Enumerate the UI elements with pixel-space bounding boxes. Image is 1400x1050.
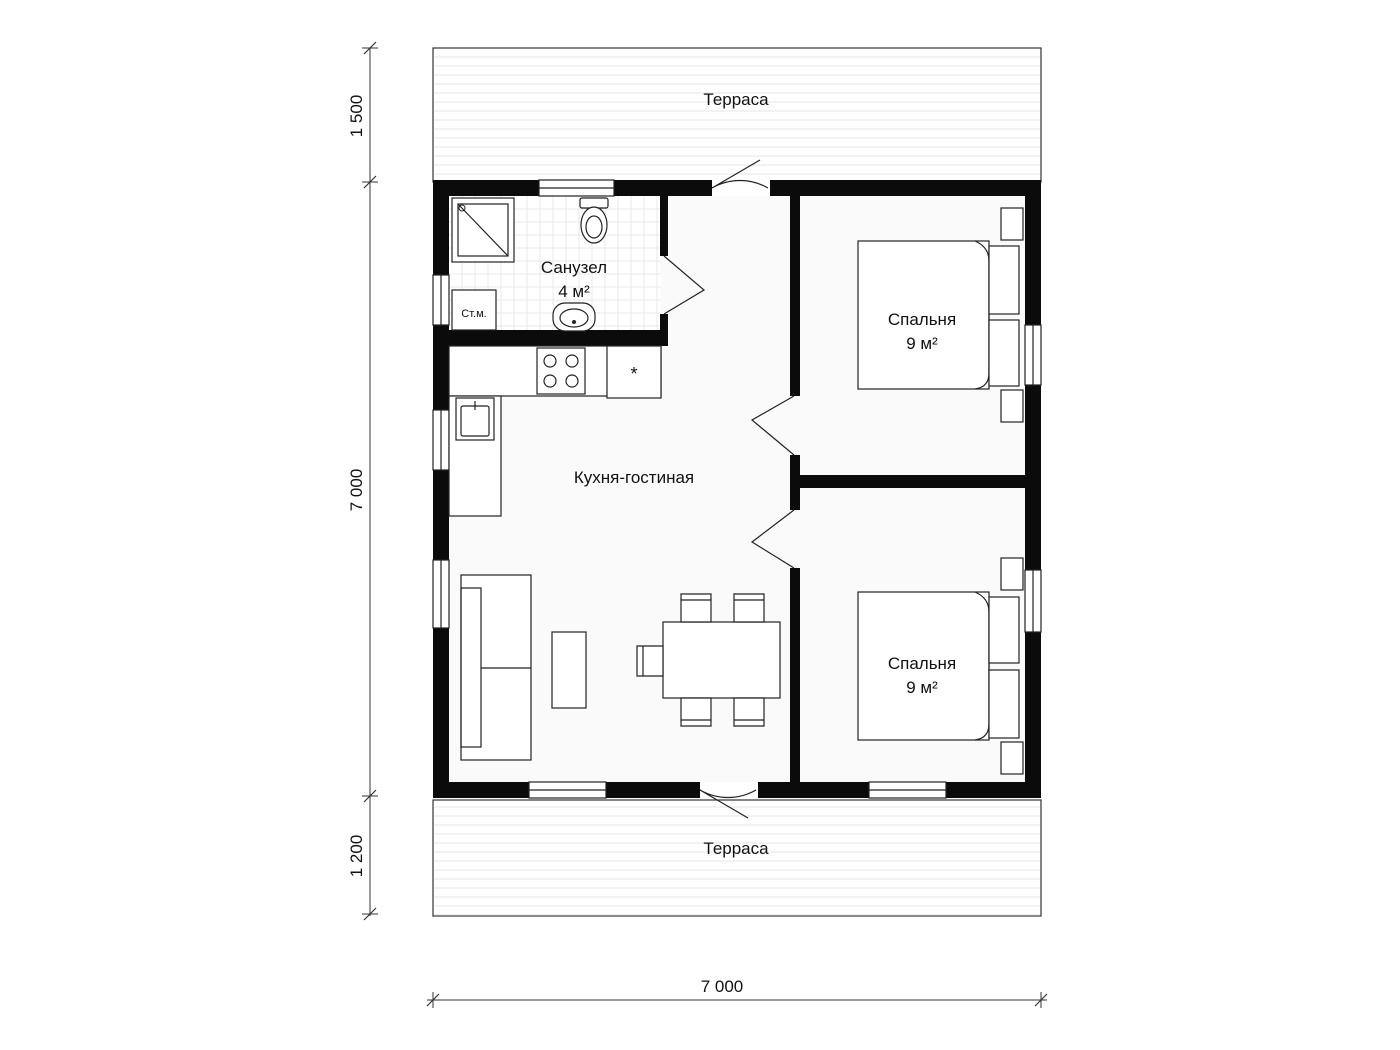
bathroom-name: Санузел — [541, 258, 607, 277]
bathroom-area: 4 м² — [558, 282, 590, 301]
terrace-bottom-label: Терраса — [703, 839, 769, 858]
coffee-table — [551, 631, 587, 709]
toilet — [579, 197, 609, 244]
interior-walls — [433, 196, 1026, 782]
shower-tray — [451, 197, 515, 263]
terrace-bottom — [432, 799, 1042, 917]
fridge-label: * — [630, 364, 637, 384]
dim-house-width: 7 000 — [701, 977, 744, 996]
dining-set — [636, 593, 781, 727]
stove — [536, 347, 586, 395]
doors — [663, 159, 795, 819]
fridge: * — [606, 345, 662, 399]
exterior-walls — [433, 180, 1041, 798]
washing-machine: Ст.м. — [451, 289, 497, 331]
dim-house-depth: 7 000 — [347, 469, 366, 512]
windows — [432, 179, 1042, 799]
dimension-horizontal — [426, 992, 1048, 1008]
bedroom-1-name: Спальня — [888, 310, 956, 329]
bedroom-2-name: Спальня — [888, 654, 956, 673]
dim-bottom-terrace: 1 200 — [347, 835, 366, 878]
bedroom-1-area: 9 м² — [906, 334, 938, 353]
dimension-vertical — [362, 41, 378, 921]
bedroom-2-area: 9 м² — [906, 678, 938, 697]
washer-label: Ст.м. — [461, 308, 486, 320]
bed-1 — [857, 207, 1024, 423]
bathroom-sink — [552, 302, 596, 332]
kitchen-living-name: Кухня-гостиная — [574, 468, 694, 487]
terrace-top — [432, 47, 1042, 183]
sofa — [460, 574, 532, 761]
dim-top-terrace: 1 500 — [347, 95, 366, 138]
kitchen-sink — [455, 397, 495, 441]
terrace-top-label: Терраса — [703, 90, 769, 109]
bed-2 — [857, 557, 1024, 775]
